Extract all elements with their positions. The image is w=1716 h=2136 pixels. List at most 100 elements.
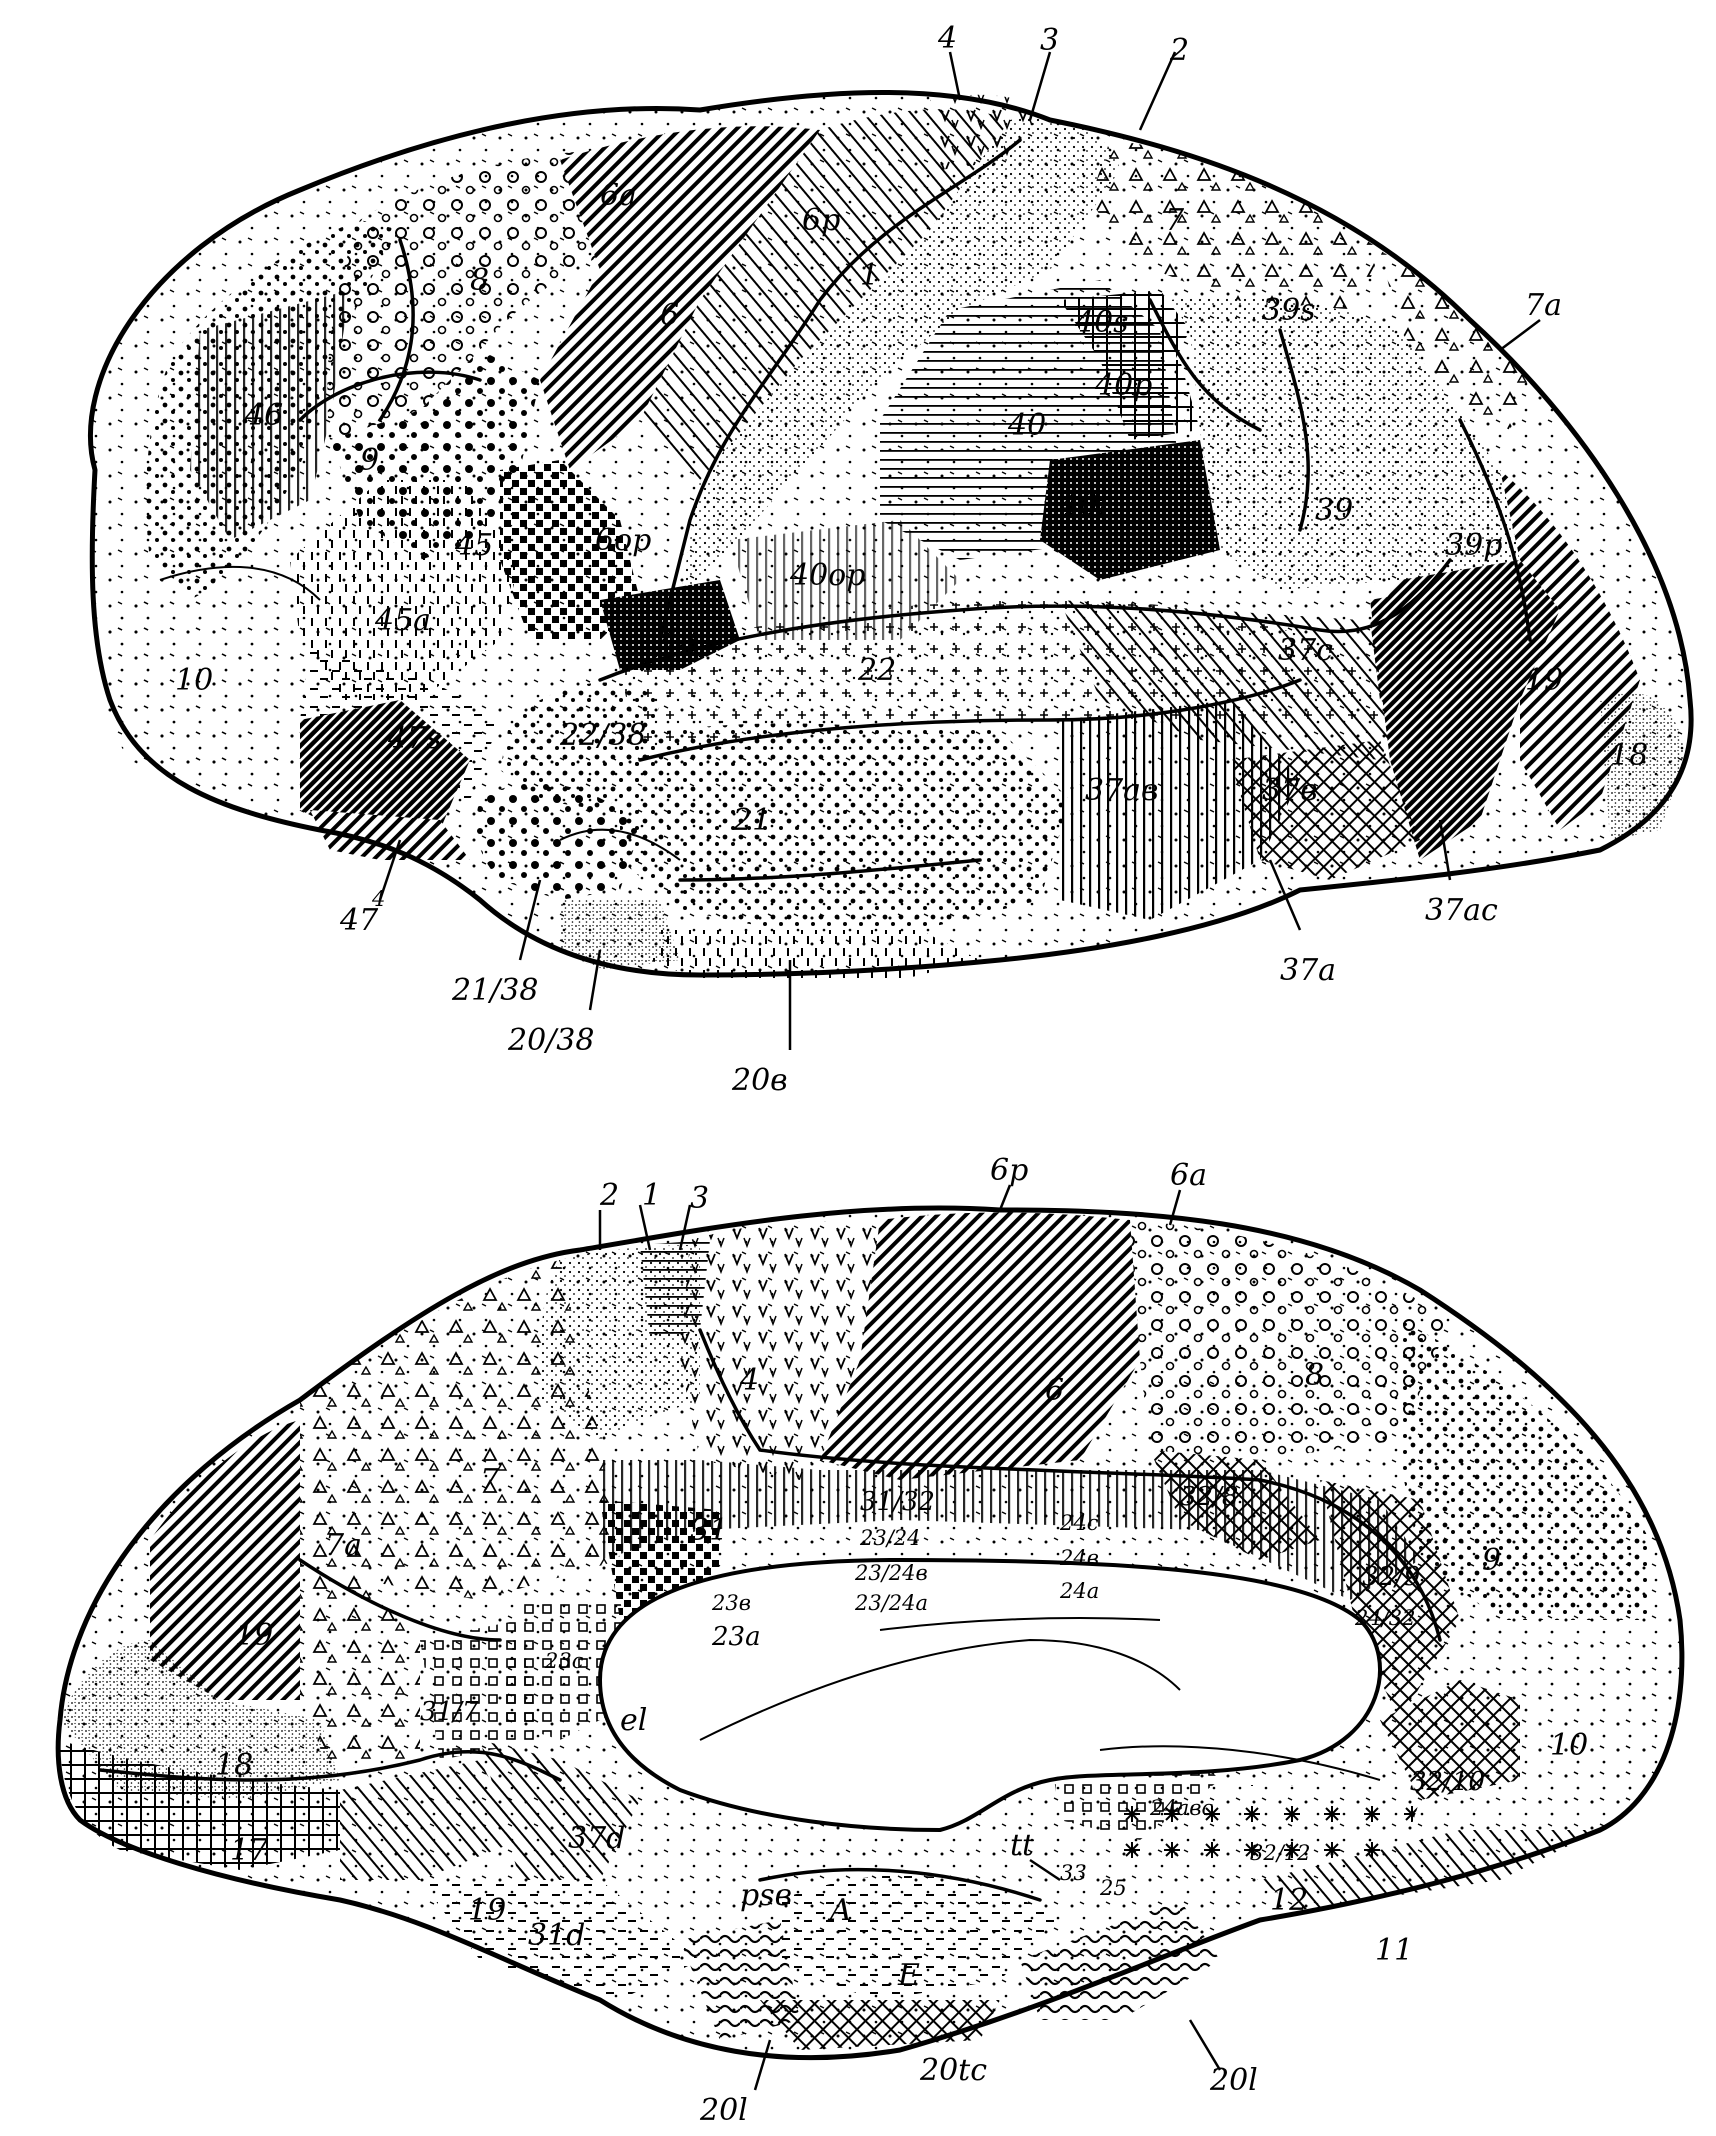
- label-37c: 37c: [1278, 633, 1333, 668]
- leader-3: [1028, 51, 1052, 121]
- m-label-23c: 23c: [544, 1649, 584, 1673]
- m-label-32-8: 32/8: [1180, 1482, 1238, 1512]
- label-45a: 45a: [374, 603, 431, 638]
- leader-m3: [678, 1204, 692, 1251]
- m-area-6: [820, 1212, 1140, 1480]
- leader-m6a: [1168, 1189, 1182, 1226]
- inferior-frontal-sulcus: [298, 370, 482, 422]
- label-3-top: 3: [1040, 23, 1059, 58]
- m-area-32-9: [1320, 1480, 1460, 1720]
- label-39s: 39s: [1262, 293, 1316, 328]
- m-label-2: 2: [599, 1178, 619, 1213]
- m-label-37d: 37d: [568, 1821, 625, 1856]
- leader-20-38: [588, 949, 602, 1011]
- label-7: 7: [1165, 203, 1185, 238]
- m-area-E: [780, 1875, 1060, 2000]
- collateral-sulcus: [758, 1867, 1042, 1902]
- area-21-38: [476, 783, 640, 900]
- temporal-pole-sulcus: [559, 828, 681, 861]
- m-label-3: 3: [690, 1181, 709, 1216]
- area-39: [1170, 296, 1520, 590]
- m-area-31-7: [420, 1620, 540, 1760]
- leader-37ac: [1438, 819, 1452, 881]
- m-area-19: [150, 1420, 300, 1700]
- lateral-outline: [88, 90, 1694, 978]
- m-label-24b: 24в: [1059, 1546, 1099, 1570]
- area-40i: [1040, 440, 1220, 580]
- m-label-25: 25: [1099, 1876, 1127, 1900]
- lateral-view: 4 3 2 6a 6p 1 7 8 6 40s 39s 7a 46 9 40 4…: [88, 21, 1694, 1098]
- m-area-12: [1120, 1785, 1420, 1880]
- label-37ac: 37ac: [1425, 893, 1498, 928]
- leader-m6p: [998, 1184, 1012, 1211]
- leader-47-4: [378, 839, 402, 901]
- m-label-23-24b: 23/24в: [854, 1561, 928, 1585]
- m-label-6a: 6a: [1170, 1158, 1207, 1193]
- label-6op: 6op: [595, 523, 651, 558]
- area-47s: [300, 700, 470, 840]
- fornix-line: [699, 1638, 1181, 1741]
- label-21-38: 21/38: [451, 973, 538, 1008]
- area-37ab: [1060, 700, 1300, 920]
- area-37c: [1060, 600, 1410, 760]
- m-area-10: [1460, 1620, 1660, 1820]
- m-area-19b: [340, 1760, 520, 1880]
- intraparietal-sulcus: [1148, 298, 1262, 432]
- label-21: 21: [732, 803, 771, 838]
- m-label-24-32: 24/32: [1354, 1606, 1416, 1630]
- parieto-occipital-sulcus: [298, 1558, 502, 1642]
- leader-2: [1138, 51, 1177, 131]
- m-label-psb: psв: [740, 1878, 792, 1913]
- m-label-31d: 31d: [528, 1918, 585, 1953]
- m-area-8: [1130, 1220, 1450, 1460]
- area-40s: [1060, 290, 1190, 370]
- m-area-32-10: [1380, 1680, 1520, 1800]
- m-label-32-10: 32/10: [1410, 1767, 1485, 1797]
- m-label-24a: 24a: [1059, 1579, 1099, 1603]
- inferior-temporal-sulcus: [678, 858, 982, 882]
- label-7a: 7a: [1525, 288, 1562, 323]
- m-area-7a: [300, 1520, 420, 1770]
- label-43: 43: [659, 623, 698, 658]
- superior-frontal-sulcus: [378, 238, 415, 422]
- m-label-20tc: 20tc: [919, 2053, 987, 2088]
- label-18: 18: [1610, 738, 1648, 773]
- leader-37a: [1268, 859, 1302, 931]
- parietal-sulcus: [1278, 328, 1310, 532]
- m-label-9: 9: [1482, 1543, 1501, 1578]
- m-label-31: 31: [690, 1513, 728, 1548]
- leader-7a: [1499, 319, 1541, 351]
- m-label-33: 33: [1060, 1861, 1087, 1885]
- label-40i: 40i: [1059, 488, 1108, 523]
- m-label-19b: 19: [468, 1893, 506, 1928]
- m-label-23b: 23в: [711, 1591, 751, 1615]
- m-label-19: 19: [235, 1618, 273, 1653]
- medial-view: 6p 6a 2 1 3 4 6 8 7 32/8 31/32 31 23/24 …: [55, 1153, 1685, 2128]
- m-label-8: 8: [1305, 1358, 1324, 1393]
- m-label-31-32: 31/32: [860, 1487, 935, 1517]
- occipital-sulcus: [1458, 418, 1532, 642]
- m-label-11: 11: [1375, 1933, 1413, 1968]
- leader-m20l-right: [1188, 2019, 1222, 2071]
- area-6: [540, 126, 820, 470]
- label-37a: 37a: [1280, 953, 1336, 988]
- m-area-7: [300, 1260, 620, 1600]
- label-6: 6: [660, 298, 679, 333]
- m-label-24abc: 24aвc: [1149, 1796, 1213, 1820]
- label-47-4: 47: [339, 903, 379, 938]
- leader-21-38: [518, 879, 542, 961]
- label-2-top: 2: [1169, 33, 1189, 68]
- m-area-37d: [480, 1740, 640, 1880]
- m-label-tt: tt: [1010, 1828, 1035, 1863]
- area-20-38: [560, 900, 680, 970]
- label-19: 19: [1525, 663, 1563, 698]
- area-37ac: [1370, 580, 1520, 860]
- m-label-32-12: 32/12: [1250, 1841, 1311, 1865]
- m-label-24c: 24c: [1059, 1511, 1099, 1535]
- area-7a: [1380, 250, 1530, 430]
- m-label-7a: 7a: [325, 1528, 362, 1563]
- label-22-38: 22/38: [559, 718, 646, 753]
- m-label-7: 7: [480, 1463, 500, 1498]
